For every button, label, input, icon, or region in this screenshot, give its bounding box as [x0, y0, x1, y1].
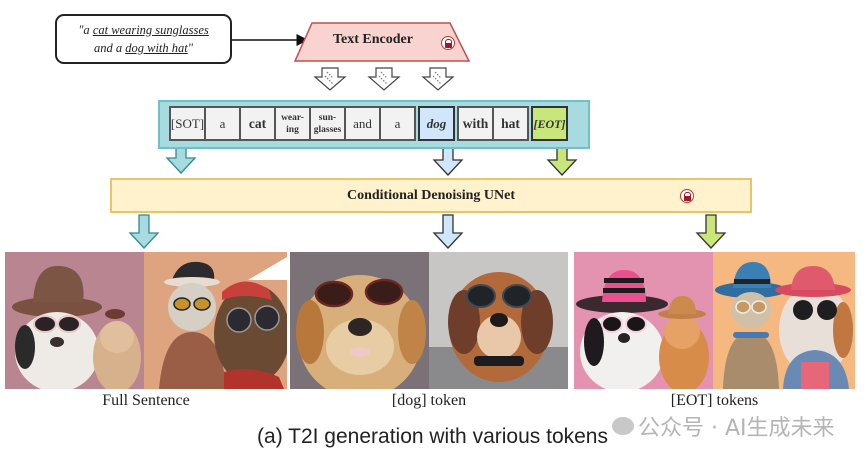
prompt-box: "a cat wearing sunglasses and a dog with… — [55, 14, 232, 64]
token-a: a — [379, 106, 416, 141]
eot-token-images — [574, 252, 855, 389]
encoder-trapezoid — [294, 22, 470, 62]
generated-image-dog-cat-1 — [5, 252, 144, 389]
unet-block: Conditional Denoising UNet — [110, 178, 752, 213]
token-sunglasses: sun-glasses — [309, 106, 346, 141]
encoder-label: Text Encoder — [333, 32, 413, 47]
watermark-text: 公众号 · AI生成未来 — [638, 416, 835, 441]
token-wearing: wear-ing — [274, 106, 311, 141]
token-cat: cat — [239, 106, 276, 141]
text-encoder-block: Text Encoder — [294, 22, 470, 62]
eot-token-arrow-out — [695, 214, 727, 249]
prompt-line-1: "a cat wearing sunglasses — [78, 23, 209, 37]
full-sentence-arrow-out — [128, 214, 160, 249]
wechat-icon — [612, 417, 634, 435]
generated-image-golden-retriever — [290, 252, 429, 389]
generated-image-cat-dog-2 — [144, 252, 287, 389]
eot-token-arrow-in — [546, 147, 578, 176]
generated-image-striped-hat-dog-cat — [574, 252, 713, 389]
lock-icon — [441, 36, 455, 50]
token-dog: dog — [418, 106, 455, 141]
caption-full-sentence: Full Sentence — [102, 392, 190, 409]
token-eot: [EOT] — [531, 106, 568, 141]
encoder-output-arrow — [367, 67, 401, 91]
watermark: 公众号 · AI生成未来 — [612, 410, 835, 442]
encoder-output-arrow — [421, 67, 455, 91]
prompt-line-2: and a dog with hat" — [93, 41, 193, 55]
generated-image-spaniel — [429, 252, 568, 389]
dog-token-arrow-out — [432, 214, 464, 249]
token-sot: [SOT] — [169, 106, 206, 141]
generated-image-blue-hat-cat-pink-hat-dog — [713, 252, 855, 389]
figure-caption: (a) T2I generation with various tokens — [257, 425, 608, 448]
caption-eot-tokens: [EOT] tokens — [670, 392, 759, 409]
full-sentence-images — [5, 252, 287, 389]
unet-label: Conditional Denoising UNet — [346, 188, 516, 203]
token-with: with — [457, 106, 494, 141]
full-sentence-arrow-in — [165, 147, 197, 174]
token-a: a — [204, 106, 241, 141]
dog-token-arrow-in — [432, 147, 464, 176]
lock-icon — [680, 189, 694, 203]
token-and: and — [344, 106, 381, 141]
caption-dog-token: [dog] token — [391, 392, 467, 409]
encoder-output-arrow — [313, 67, 347, 91]
dog-token-images — [290, 252, 568, 389]
token-hat: hat — [492, 106, 529, 141]
